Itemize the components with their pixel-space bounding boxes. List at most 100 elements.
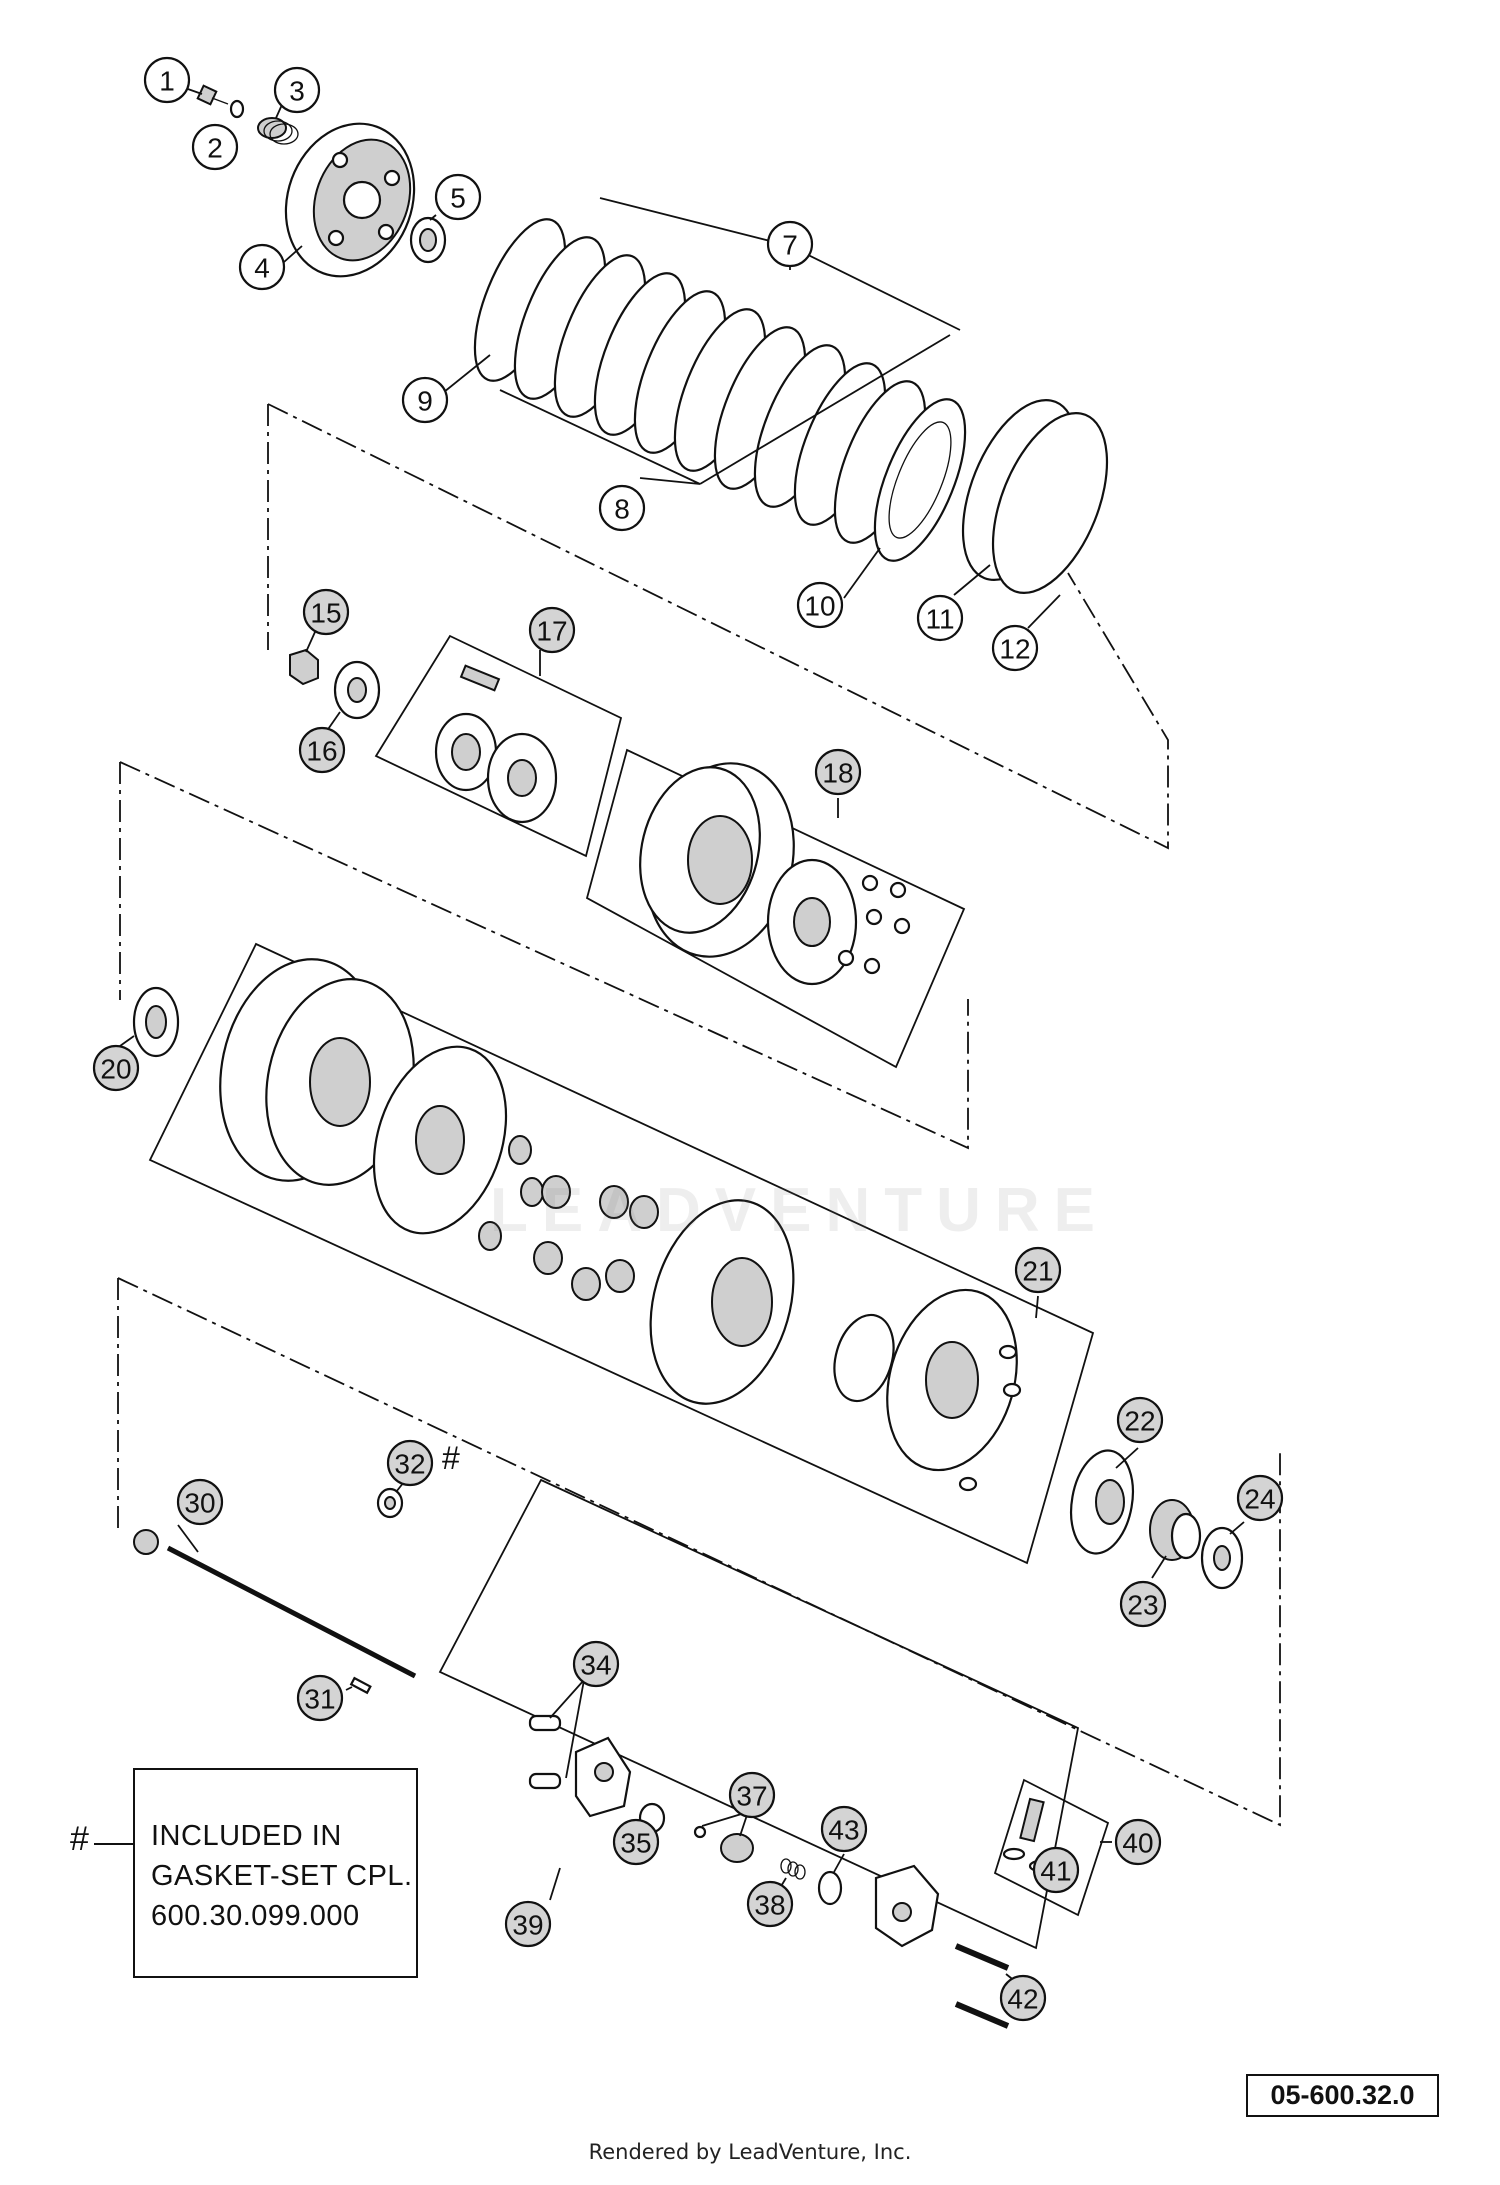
callout-20: 20: [92, 1044, 140, 1092]
callout-number: 37: [736, 1781, 767, 1812]
callout-37: 37: [728, 1771, 776, 1819]
leader-9: [443, 354, 491, 393]
inner-hub-part-18: [639, 762, 911, 986]
piston-part-37: [693, 1825, 754, 1863]
washer-part-2: [229, 99, 245, 119]
callout-34: 34: [572, 1640, 620, 1688]
gasket-set-hash-mark: #: [442, 1440, 460, 1476]
callout-circle: [746, 1880, 794, 1928]
callout-circle: [386, 1439, 434, 1487]
axis-line-mid: [119, 761, 969, 1150]
outer-basket-part-21: [219, 958, 1022, 1492]
gear-part-22: [1070, 1449, 1134, 1555]
callout-41: 41: [1032, 1846, 1080, 1894]
callout-circle: [296, 1674, 344, 1722]
callout-circle: [999, 1974, 1047, 2022]
leader-34-b: [565, 1679, 585, 1779]
callout-9: 9: [401, 376, 449, 424]
callout-number: 17: [536, 616, 567, 647]
gasket-set-note-box: INCLUDED IN GASKET-SET CPL. 600.30.099.0…: [133, 1768, 418, 1978]
callout-40: 40: [1114, 1818, 1162, 1866]
callout-number: 5: [450, 183, 466, 214]
leader-39: [549, 1867, 561, 1901]
callout-circle: [1236, 1474, 1284, 1522]
callout-circle: [273, 66, 321, 114]
callout-18: 18: [814, 748, 862, 796]
callout-number: 20: [100, 1054, 131, 1085]
group-box-17: [374, 634, 623, 858]
needle-bearing-part-23: [1149, 1499, 1202, 1561]
callout-1: 1: [143, 56, 191, 104]
callout-number: 10: [804, 591, 835, 622]
callout-circle: [401, 376, 449, 424]
callout-number: 4: [254, 253, 270, 284]
drawing-code-label: 05-600.32.0: [1246, 2074, 1439, 2117]
group-box-18: [585, 748, 966, 1069]
callout-circle: [814, 748, 862, 796]
callout-number: 40: [1122, 1828, 1153, 1859]
callout-31: 31: [296, 1674, 344, 1722]
callout-10: 10: [796, 581, 844, 629]
callout-8: 8: [598, 484, 646, 532]
seal-part-32: [376, 1487, 404, 1519]
callout-circle: [598, 484, 646, 532]
leader-7-b: [789, 245, 961, 331]
bolt-part-1: [196, 84, 229, 106]
leader-34: [549, 1679, 585, 1719]
dowel-pins-part-34: [528, 1714, 632, 1818]
callout-circle: [504, 1900, 552, 1948]
callout-number: 9: [417, 386, 433, 417]
washer-part-16: [333, 660, 381, 720]
callout-circle: [1119, 1580, 1167, 1628]
axis-line-lower: [117, 1277, 1281, 1827]
callout-number: 24: [1244, 1484, 1275, 1515]
callout-number: 34: [580, 1650, 611, 1681]
pin-part-31: [349, 1676, 372, 1695]
callout-circle: [92, 1044, 140, 1092]
callout-circle: [1014, 1246, 1062, 1294]
callout-circle: [766, 220, 814, 268]
callout-circle: [820, 1805, 868, 1853]
callout-number: 15: [310, 598, 341, 629]
leader-22: [1115, 1447, 1139, 1469]
note-hash-marker: #: [70, 1820, 89, 1858]
callout-7: 7: [766, 220, 814, 268]
leader-11: [953, 564, 991, 596]
callout-11: 11: [916, 594, 964, 642]
callout-4: 4: [238, 243, 286, 291]
nut-part-15: [289, 648, 319, 686]
callout-30: 30: [176, 1478, 224, 1526]
leader-24: [1229, 1521, 1245, 1535]
spring-part-3: [257, 117, 299, 145]
leader-30: [177, 1524, 199, 1553]
leader-43: [833, 1853, 845, 1873]
callout-number: 30: [184, 1488, 215, 1519]
callout-circle: [238, 243, 286, 291]
callout-circle: [434, 173, 482, 221]
callout-12: 12: [991, 624, 1039, 672]
spring-part-38: [780, 1858, 806, 1880]
callout-38: 38: [746, 1880, 794, 1928]
bearing-part-5: [409, 216, 447, 264]
callout-number: 8: [614, 494, 630, 525]
leader-23: [1151, 1555, 1167, 1579]
washer-part-24: [1200, 1526, 1244, 1590]
callout-16: 16: [298, 726, 346, 774]
callout-21: 21: [1014, 1246, 1062, 1294]
callout-circle: [728, 1771, 776, 1819]
callout-17: 17: [528, 606, 576, 654]
callout-number: 21: [1022, 1256, 1053, 1287]
callout-circle: [302, 588, 350, 636]
group-box-21: [148, 942, 1095, 1565]
note-line-1: INCLUDED IN: [151, 1820, 342, 1852]
callout-number: 1: [159, 66, 175, 97]
callout-43: 43: [820, 1805, 868, 1853]
callout-23: 23: [1119, 1580, 1167, 1628]
callout-35: 35: [612, 1818, 660, 1866]
callout-5: 5: [434, 173, 482, 221]
leader-20: [119, 1035, 135, 1047]
callout-number: 41: [1040, 1856, 1071, 1887]
push-rod-part-30: [133, 1529, 417, 1679]
callout-circle: [612, 1818, 660, 1866]
callout-circle: [991, 624, 1039, 672]
